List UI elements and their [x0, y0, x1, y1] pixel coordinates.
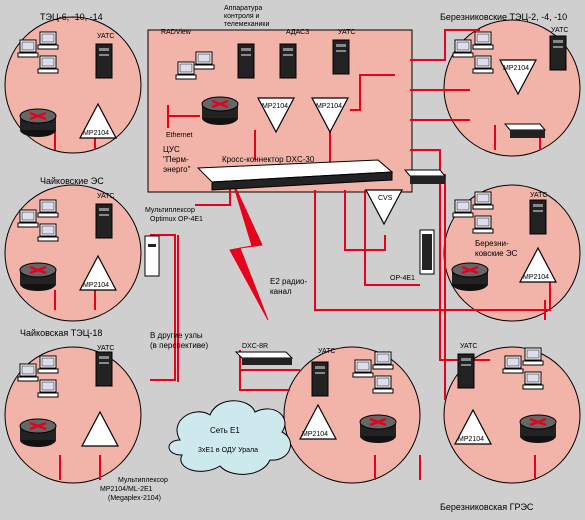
other-nodes-label: В другие узлы(в перспективе)	[150, 331, 208, 350]
br-title: Березниковская ГРЭС	[440, 502, 534, 512]
br-pc-3	[522, 371, 544, 390]
br-uats-cabinet	[457, 353, 475, 389]
radio-label: E2 радио-канал	[270, 277, 307, 296]
cl-uats-cabinet	[95, 203, 113, 239]
bl-pc-3	[37, 379, 59, 398]
cl-uats-label: УАТС	[97, 193, 114, 200]
br-pc-1	[502, 355, 524, 374]
cl-mux-label: MP2104	[83, 282, 109, 289]
tr-title: Березниковские ТЭЦ-2, -4, -10	[440, 12, 567, 22]
bc-pc-2	[372, 351, 394, 370]
bl-uats-cabinet	[95, 351, 113, 387]
tl-mux-label: MP2104	[83, 130, 109, 137]
cr-pc-3	[472, 215, 494, 234]
center-uats-label: УАТС	[338, 29, 355, 36]
tl-pc-3	[37, 55, 59, 74]
tr-uats-label: УАТС	[551, 27, 568, 34]
bc-pc-1	[352, 359, 374, 378]
br-mux-label: MP2104	[458, 436, 484, 443]
cl-pc-3	[37, 223, 59, 242]
dxc30-crossconnector	[196, 159, 394, 191]
node-bubble-tr	[443, 19, 581, 157]
cr-uats-label: УАТС	[530, 192, 547, 199]
bl-uats-label: УАТС	[97, 345, 114, 352]
bl-pc-1	[17, 363, 39, 382]
cloud-line2: 3хE1 в ОДУ Урала	[198, 447, 258, 454]
bl-title: Чайковская ТЭЦ-18	[20, 328, 102, 338]
bl-pc-2	[37, 355, 59, 374]
br-uats-label: УАТС	[460, 343, 477, 350]
center-mux1-label: MP2104	[262, 103, 288, 110]
cloud-line1: Сеть E1	[210, 426, 240, 435]
cl-pc-1	[17, 209, 39, 228]
adasz-label: АДАСЗ	[286, 29, 309, 36]
cr-op4e1-label: OP-4E1	[390, 275, 415, 282]
br-pc-2	[522, 347, 544, 366]
tr-pc-2	[472, 31, 494, 50]
cr-mux-label: MP2104	[523, 274, 549, 281]
central-router	[200, 95, 240, 127]
dxc30-label: Кросс-коннектор DXC-30	[222, 155, 315, 164]
cr-router	[450, 261, 490, 293]
cl-router	[18, 261, 58, 293]
telemech-cabinet	[237, 43, 255, 79]
adasz-cabinet	[279, 43, 297, 79]
node-bubble-cl	[4, 184, 142, 322]
tl-title: ТЭЦ-6, -10, -14	[40, 12, 103, 22]
bc-pc-3	[372, 375, 394, 394]
tr-mux-label: MP2104	[503, 65, 529, 72]
cr-uats-cabinet	[529, 199, 547, 235]
tr-pc-1	[452, 39, 474, 58]
central-uats-cabinet	[332, 39, 350, 75]
tl-router	[18, 107, 58, 139]
tl-uats-label: УАТС	[97, 33, 114, 40]
cr-pc-2	[472, 191, 494, 210]
external-modem	[403, 169, 447, 184]
bc-dxc8r	[234, 351, 294, 365]
cl-title: Чайковские ЭС	[40, 176, 104, 186]
br-router	[518, 413, 558, 445]
e1-cloud	[168, 400, 292, 475]
bc-mux-label: MP2104	[302, 431, 328, 438]
cus-label: ЦУС"Перм-энерго"	[163, 145, 191, 174]
node-bubble-br	[443, 346, 581, 484]
connection-lines	[54, 29, 551, 480]
ethernet-label: Ethernet	[166, 132, 193, 139]
cvs-label: CVS	[378, 195, 393, 202]
radview-label: RADView	[161, 29, 192, 36]
cl-optimux	[144, 235, 160, 277]
node-bubble-bc	[283, 346, 421, 484]
tl-pc-2	[37, 31, 59, 50]
cl-pc-2	[37, 199, 59, 218]
tl-uats-cabinet	[95, 43, 113, 79]
tr-modem	[503, 123, 547, 138]
radio-link-bolt	[229, 179, 269, 321]
bl-router	[18, 417, 58, 449]
center-mux2-label: MP2104	[316, 103, 342, 110]
tr-uats-cabinet	[549, 35, 567, 71]
bc-router	[358, 413, 398, 445]
bc-uats-label: УАТС	[318, 348, 335, 355]
cr-pc-1	[452, 199, 474, 218]
bc-dxc8r-label: DXC-8R	[242, 343, 268, 350]
cr-op4e1	[419, 229, 435, 275]
cr-title: Березни-ковские ЭС	[475, 239, 518, 258]
tl-pc-1	[17, 39, 39, 58]
tr-pc-3	[472, 55, 494, 74]
bc-uats-cabinet	[311, 361, 329, 397]
